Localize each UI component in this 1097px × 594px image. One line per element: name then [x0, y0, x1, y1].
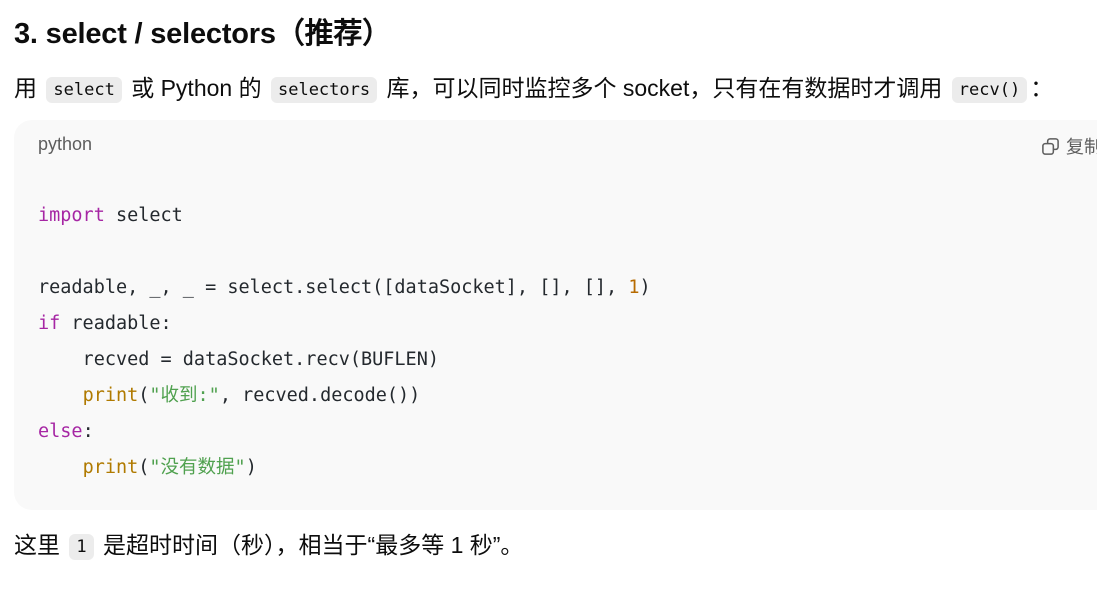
code-block: python 复制 import select readable, _, _ =…: [14, 120, 1097, 510]
code-line-6: print("收到:", recved.decode()): [38, 385, 421, 406]
copy-code-button[interactable]: 复制: [1041, 134, 1097, 158]
code-line-7: else:: [38, 421, 94, 442]
code-content: import select readable, _, _ = select.se…: [38, 198, 651, 486]
intro-paragraph: 用 select 或 Python 的 selectors 库，可以同时监控多个…: [14, 70, 1053, 108]
code-line-8: print("没有数据"): [38, 457, 257, 478]
inline-code-recv: recv(): [951, 77, 1028, 103]
intro-text-2: 或 Python 的: [131, 75, 262, 101]
code-line-1: import select: [38, 205, 183, 226]
section-heading: 3. select / selectors（推荐）: [14, 18, 391, 50]
code-indent: [38, 385, 83, 406]
intro-text-3: 库，可以同时监控多个 socket，只有在有数据时才调用: [386, 75, 943, 101]
code-line-5: recved = dataSocket.recv(BUFLEN): [38, 349, 439, 370]
code-token: ): [245, 457, 257, 478]
inline-code-selectors: selectors: [270, 77, 378, 103]
code-token: readable, _, _ = select.select([dataSock…: [38, 277, 629, 298]
string-literal: "没有数据": [149, 457, 246, 478]
timeout-note-paragraph: 这里 1 是超时时间（秒），相当于“最多等 1 秒”。: [14, 527, 523, 565]
note-text-2: 是超时时间（秒），相当于“最多等 1 秒”。: [103, 532, 524, 558]
keyword-import: import: [38, 205, 105, 226]
copy-label: 复制: [1066, 137, 1097, 157]
code-token: ): [639, 277, 651, 298]
keyword-if: if: [38, 313, 61, 334]
code-token: select: [104, 205, 183, 226]
code-language-label: python: [38, 134, 93, 154]
builtin-print: print: [82, 457, 139, 478]
intro-text-4: ：: [1030, 75, 1054, 101]
code-line-4: if readable:: [38, 313, 172, 334]
string-literal: "收到:": [149, 385, 220, 406]
intro-text-1: 用: [14, 75, 37, 101]
code-indent: [38, 457, 83, 478]
inline-code-select: select: [46, 77, 122, 103]
note-text-1: 这里: [14, 532, 60, 558]
code-token: (: [138, 385, 150, 406]
number-literal: 1: [628, 277, 640, 298]
code-token: (: [138, 457, 150, 478]
code-token: readable:: [60, 313, 172, 334]
inline-code-timeout: 1: [69, 534, 94, 560]
code-token: , recved.decode()): [219, 385, 421, 406]
keyword-else: else: [38, 421, 83, 442]
code-line-3: readable, _, _ = select.select([dataSock…: [38, 277, 651, 298]
code-token: :: [82, 421, 94, 442]
builtin-print: print: [82, 385, 139, 406]
copy-icon: [1041, 137, 1060, 156]
